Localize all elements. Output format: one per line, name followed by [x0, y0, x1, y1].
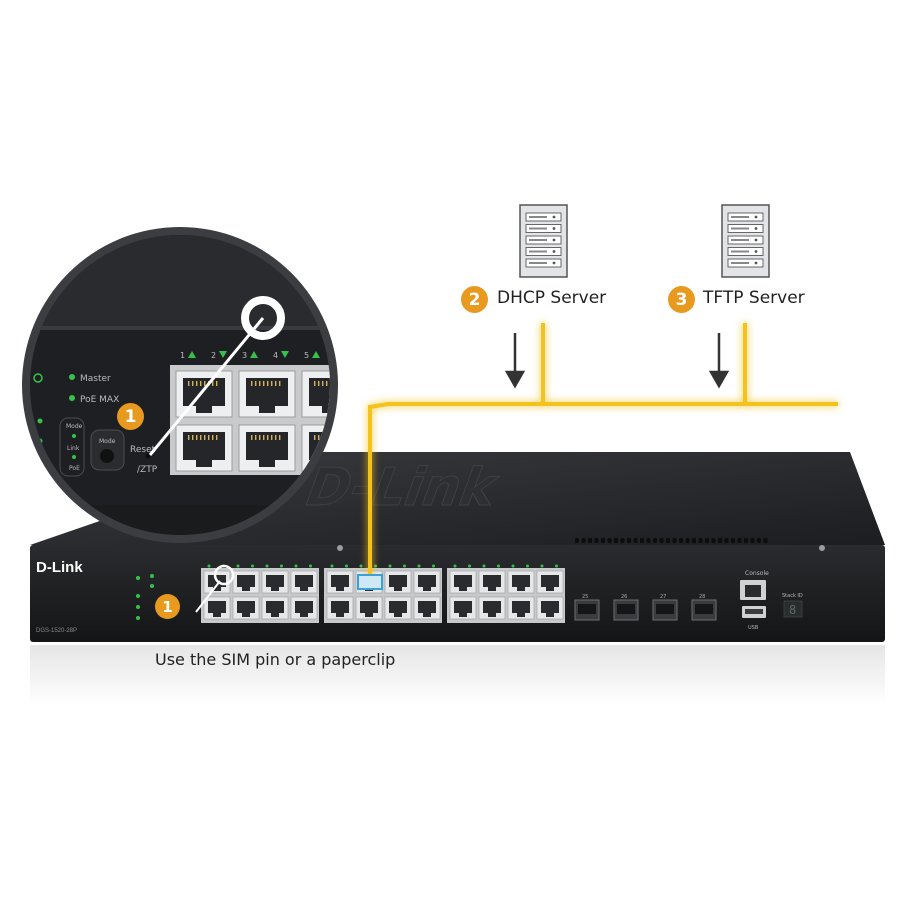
- poe-max-led-label: PoE MAX: [80, 395, 119, 405]
- step-3-badge: 3: [668, 286, 695, 313]
- switch-reflection: [30, 645, 885, 705]
- rj45-port: [290, 570, 318, 594]
- rj45-port-group: [201, 564, 319, 623]
- rj45-port: [413, 596, 441, 620]
- rj45-port: [536, 570, 564, 594]
- rj45-port-group: [447, 564, 565, 623]
- rj45-port: [232, 570, 260, 594]
- rj45-port: [507, 570, 535, 594]
- servers: [519, 204, 770, 278]
- sfp-port-number: 26: [621, 594, 627, 600]
- reset-label: Reset: [130, 445, 156, 455]
- sfp-port-number: 25: [582, 594, 588, 600]
- rj45-port: [413, 570, 441, 594]
- reset-location-marker: [241, 296, 285, 340]
- rj45-port: [238, 370, 296, 418]
- sfp-port: 28: [691, 594, 717, 621]
- tftp-server-label: TFTP Server: [703, 288, 805, 308]
- ztp-label: /ZTP: [137, 465, 158, 475]
- reset-marker-ring: [213, 564, 235, 586]
- console-label: Console: [745, 570, 769, 577]
- side-link-label: Link: [67, 445, 80, 452]
- down-arrow-icon: [708, 333, 730, 389]
- status-leds: [136, 574, 154, 620]
- port-number-label: 4: [273, 351, 278, 360]
- caption: Use the SIM pin or a paperclip: [155, 650, 396, 669]
- rj45-port-group: [324, 564, 442, 623]
- screw: [819, 545, 825, 551]
- step-1-badge-zoom: 1: [117, 403, 144, 430]
- rj45-port: [175, 424, 233, 472]
- zoom-ports: 1 2 3 4 5: [170, 351, 330, 475]
- model-label: DGS-1520-28P: [36, 628, 77, 634]
- rj45-port-groups: [201, 564, 565, 623]
- master-led-label: Master: [80, 374, 111, 384]
- rj45-port: [507, 596, 535, 620]
- rj45-port: [290, 596, 318, 620]
- sfp-port: 26: [613, 594, 639, 621]
- sfp-port-number: 27: [660, 594, 666, 600]
- screw: [337, 545, 343, 551]
- switch-top-logo: D-Link: [297, 457, 509, 518]
- rj45-port: [384, 596, 412, 620]
- uplink-cable: [368, 402, 838, 580]
- step-2-badge: 2: [461, 286, 488, 313]
- power-icon: [33, 373, 43, 383]
- side-poe-label: PoE: [69, 465, 80, 472]
- rj45-port: [238, 424, 296, 472]
- stack-id-display: [783, 600, 803, 618]
- sfp-port-number: 28: [699, 594, 705, 600]
- reset-pointer-line: [148, 317, 265, 456]
- rj45-port: [478, 596, 506, 620]
- rj45-port: [449, 596, 477, 620]
- vent-grille: [575, 538, 768, 543]
- rj45-port: [478, 570, 506, 594]
- rj45-port: [301, 370, 330, 418]
- reset-pointer: [195, 580, 221, 613]
- port-number-label: 5: [304, 351, 309, 360]
- rj45-port: [261, 570, 289, 594]
- rj45-port: [326, 596, 354, 620]
- server-icon: [721, 204, 770, 278]
- sfp-port: 27: [652, 594, 678, 621]
- down-arrow-icon: [504, 333, 526, 389]
- sfp-ports: 25 26 27 28: [574, 594, 717, 621]
- rj45-port: [232, 596, 260, 620]
- network-cables: [368, 323, 838, 580]
- step-1-badge-front: 1: [155, 594, 180, 619]
- rj45-port: [355, 596, 383, 620]
- stack-id-value: 8: [789, 603, 796, 617]
- port-number-label: 1: [180, 351, 185, 360]
- rj45-port: [449, 570, 477, 594]
- port-number-label: 3: [242, 351, 247, 360]
- dhcp-server-label: DHCP Server: [497, 288, 607, 308]
- usb-label: USB: [748, 625, 759, 631]
- reset-pinhole: [145, 453, 151, 459]
- rj45-port: [384, 570, 412, 594]
- port-number-label: 2: [211, 351, 216, 360]
- mode-button-label: Mode: [99, 438, 116, 445]
- rj45-port: [326, 570, 354, 594]
- stack-id-label: Stack ID: [782, 593, 803, 599]
- rj45-port: [536, 596, 564, 620]
- side-mode-label: Mode: [66, 423, 83, 430]
- rj45-port: [261, 596, 289, 620]
- rj45-port: [175, 370, 233, 418]
- sfp-port: 25: [574, 594, 600, 621]
- connected-port-highlight: [357, 574, 383, 590]
- brand-logo: D-Link: [36, 559, 83, 576]
- rj45-port: [203, 596, 231, 620]
- server-icon: [519, 204, 568, 278]
